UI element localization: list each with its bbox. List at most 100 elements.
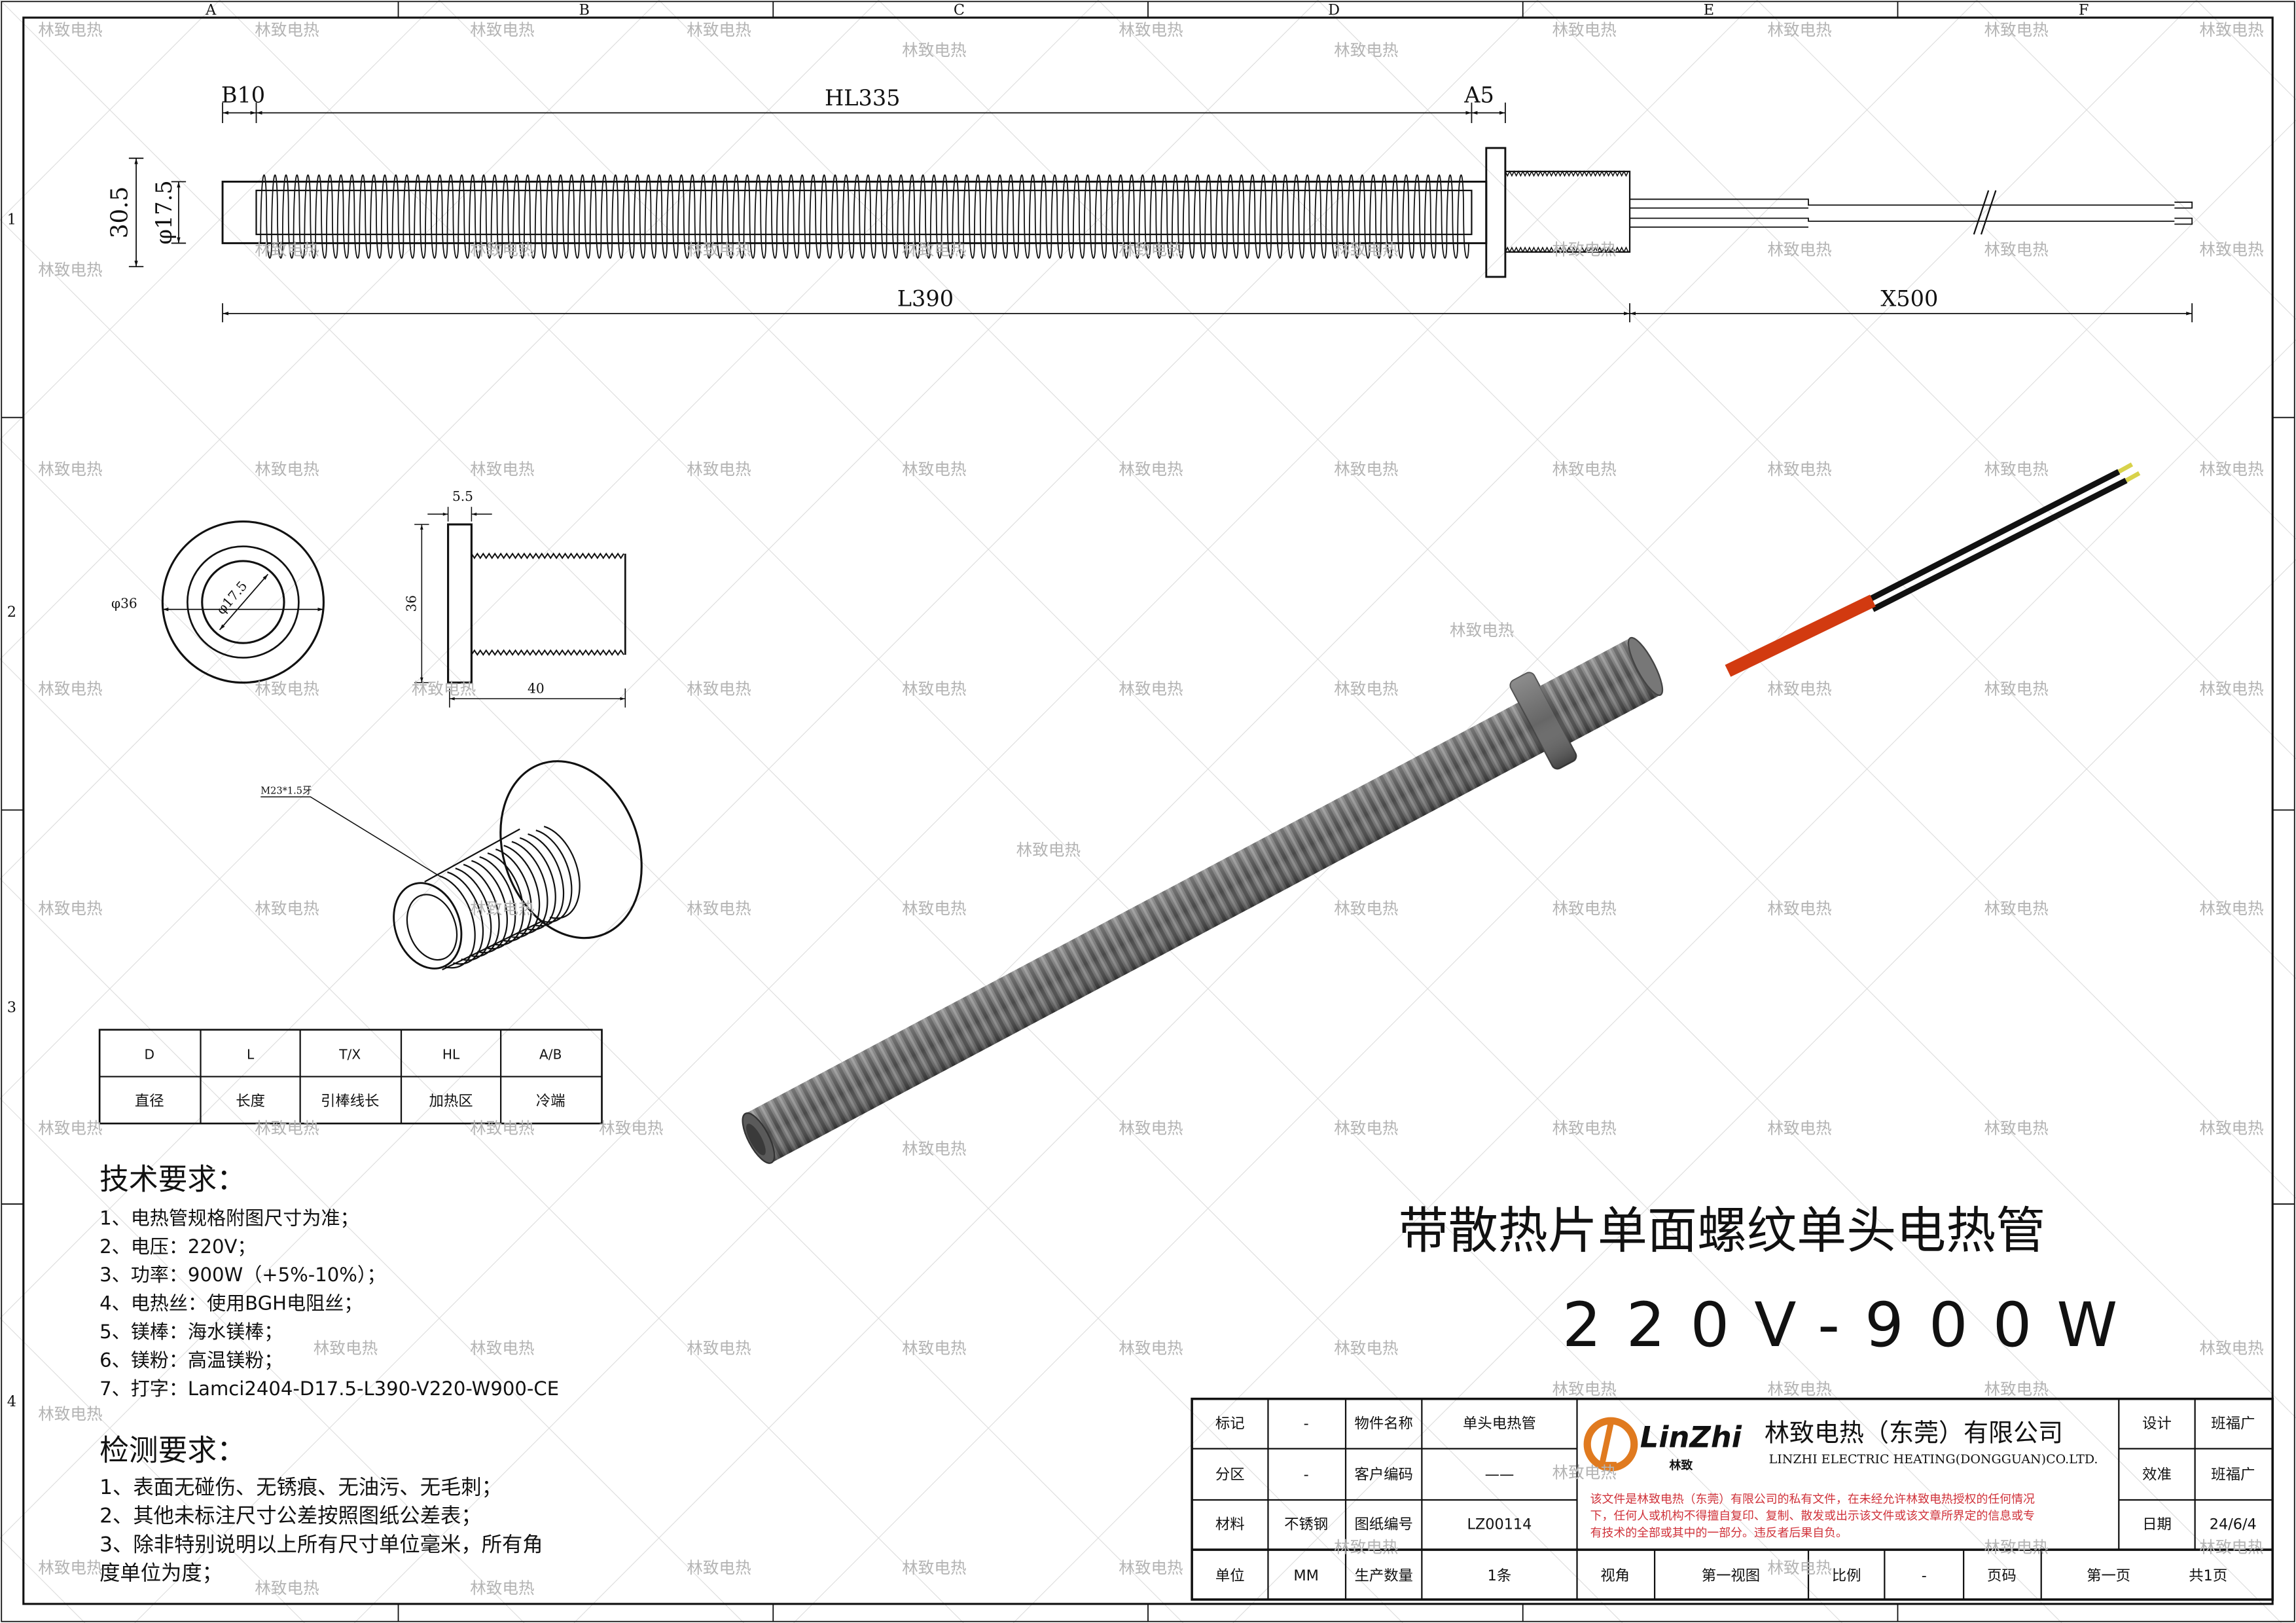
disclaimer-line: 该文件是林致电热（东莞）有限公司的私有文件，在未经允许林致电热授权的任何情况 [1590, 1492, 2035, 1506]
column-label: F [2079, 1, 2089, 18]
watermark-line [0, 659, 964, 1623]
a-dimension: A5 [1463, 82, 1494, 108]
watermark-text: 林致电热 [1984, 680, 2048, 699]
watermark-line [0, 0, 1623, 1623]
watermark-text: 林致电热 [1984, 460, 2048, 479]
watermark-line [354, 0, 1977, 1623]
watermark-text: 林致电热 [255, 460, 319, 479]
hl-dimension: HL335 [825, 85, 901, 111]
flange-height-dimension: 36 [403, 595, 419, 612]
watermark-text: 林致电热 [902, 240, 966, 259]
flange [1485, 147, 1507, 278]
lead-wires [1630, 190, 2193, 235]
title-block-view-label: 视角 [1600, 1567, 1630, 1584]
inspection-item: 1、表面无碰伤、无锈痕、无油污、无毛刺； [99, 1476, 502, 1499]
watermark-text: 林致电热 [687, 460, 751, 479]
watermark-text: 林致电热 [1334, 1119, 1398, 1138]
watermark-text: 林致电热 [1767, 240, 1831, 259]
watermark-text: 林致电热 [2199, 460, 2263, 479]
watermark-text: 林致电热 [2199, 1538, 2263, 1557]
legend-meaning: 冷端 [536, 1093, 565, 1110]
tech-item: 5、镁棒：海水镁棒； [99, 1321, 283, 1343]
x-dimension: X500 [1880, 286, 1938, 312]
title-block-date-label: 日期 [2142, 1516, 2172, 1533]
watermark-text: 林致电热 [1767, 1379, 1831, 1398]
watermark-text: 林致电热 [255, 240, 319, 259]
watermark-line [0, 1317, 305, 1623]
legend-header: A/B [539, 1047, 562, 1063]
watermark-text: 林致电热 [902, 1139, 966, 1158]
disclaimer-line: 有技术的全部或其中的一部分。违反者后果自负。 [1590, 1526, 1848, 1540]
tech-item: 2、电压：220V； [99, 1235, 256, 1258]
watermark-text: 林致电热 [38, 680, 102, 699]
watermark-text: 林致电热 [470, 1578, 534, 1597]
product-rating: 220V-900W [1562, 1290, 2143, 1361]
watermark-text: 林致电热 [1767, 1119, 1831, 1138]
watermark-text: 林致电热 [1119, 240, 1183, 259]
watermark-line [1013, 339, 2296, 1623]
product-name: 带散热片单面螺纹单头电热管 [1399, 1201, 2046, 1260]
watermark-text: 林致电热 [902, 41, 966, 60]
watermark-text: 林致电热 [1552, 240, 1617, 259]
title-block-check-label: 效准 [2142, 1467, 2172, 1484]
watermark-line [1232, 558, 2296, 1623]
watermark-layer: 林致电热林致电热林致电热林致电热林致电热林致电热林致电热林致电热林致电热林致电热… [38, 20, 2264, 1597]
watermark-text: 林致电热 [1552, 1463, 1617, 1482]
title-block-qty-label: 生产数量 [1354, 1567, 1412, 1584]
inspection-title: 检测要求： [99, 1433, 246, 1468]
tech-item: 3、功率：900W（+5%-10%）； [99, 1264, 386, 1286]
thread-note: M23*1.5牙 [260, 786, 312, 797]
title-block-design-label: 设计 [2142, 1415, 2172, 1432]
watermark-text: 林致电热 [38, 261, 102, 280]
watermark-text: 林致电热 [38, 1558, 102, 1577]
title-block-page-value: 第一页 [2087, 1567, 2130, 1584]
flange-front-view: φ36 φ17.5 [111, 520, 325, 684]
watermark-text: 林致电热 [1984, 20, 2048, 39]
fin-diameter-dimension: 30.5 [107, 187, 134, 239]
watermark-text: 林致电热 [1334, 1338, 1398, 1357]
watermark-line [1757, 0, 2296, 540]
watermark-line [878, 0, 2296, 1419]
watermark-line [1976, 0, 2296, 320]
logo-subtext: 林致 [1669, 1458, 1693, 1472]
watermark-text: 林致电热 [1552, 20, 1617, 39]
watermark-text: 林致电热 [2199, 680, 2263, 699]
row-label: 4 [7, 1393, 16, 1410]
inspection-requirements: 检测要求： 1、表面无碰伤、无锈痕、无油污、无毛刺；2、其他未标注尺寸公差按照图… [99, 1433, 543, 1585]
watermark-text: 林致电热 [1334, 680, 1398, 699]
watermark-line [0, 219, 1403, 1623]
thread-body [1505, 170, 1631, 253]
inner-diameter-dimension: φ17.5 [213, 578, 251, 617]
watermark-line [0, 0, 660, 660]
watermark-text: 林致电热 [1552, 899, 1617, 918]
row-label: 2 [7, 604, 16, 621]
watermark-text: 林致电热 [38, 20, 102, 39]
logo-wordmark: LinZhi [1640, 1419, 1742, 1454]
watermark-text: 林致电热 [1984, 240, 2048, 259]
watermark-line [0, 1537, 86, 1623]
legend-meaning: 加热区 [429, 1093, 473, 1110]
title-block-page-total: 共1页 [2189, 1567, 2227, 1584]
title-block-scale-value: - [1922, 1567, 1927, 1584]
heater-3d-render [742, 462, 2141, 1164]
title-block-design-value: 班福广 [2211, 1415, 2255, 1432]
watermark-text: 林致电热 [255, 680, 319, 699]
watermark-line [0, 0, 1538, 1539]
watermark-line [0, 0, 1318, 1319]
watermark-text: 林致电热 [1119, 1119, 1183, 1138]
legend-meaning: 直径 [135, 1093, 164, 1110]
watermark-text: 林致电热 [470, 1338, 534, 1357]
watermark-line [0, 0, 440, 441]
watermark-text: 林致电热 [687, 1338, 751, 1357]
watermark-text: 林致电热 [1552, 1119, 1617, 1138]
watermark-text: 林致电热 [255, 1119, 319, 1138]
flange-thickness-dimension: 5.5 [452, 488, 473, 504]
watermark-text: 林致电热 [687, 1558, 751, 1577]
watermark-text: 林致电热 [470, 240, 534, 259]
watermark-text: 林致电热 [1450, 621, 1514, 640]
legend-header: HL [442, 1047, 460, 1063]
tech-item: 1、电热管规格附图尺寸为准； [99, 1207, 359, 1229]
